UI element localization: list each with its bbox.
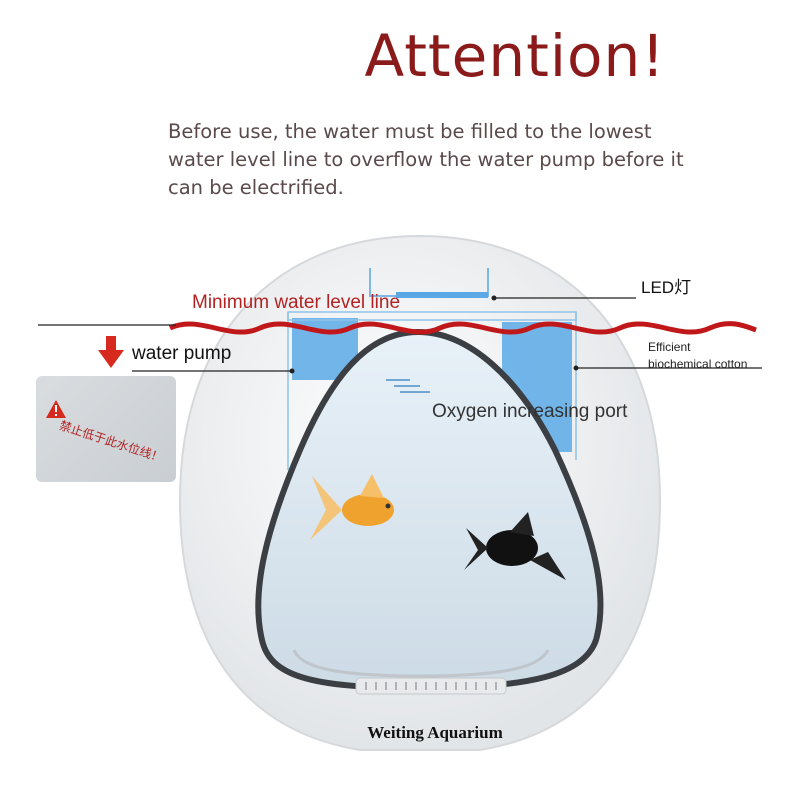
black-goldfish-icon — [464, 512, 566, 580]
arrow-down-icon — [98, 336, 124, 368]
biochem-label-line1: Efficient — [648, 340, 691, 354]
goldfish-icon — [310, 474, 394, 540]
oxygen-port-label: Oxygen increasing port — [432, 401, 628, 422]
instruction-text: Before use, the water must be filled to … — [168, 120, 684, 199]
biochem-label-line2: biochemical cotton — [648, 357, 748, 371]
warning-icon — [46, 400, 66, 418]
brand-name: Weiting Aquarium — [367, 723, 503, 742]
warning-sticker: 禁止低于此水位线！ — [36, 376, 176, 482]
warning-text: 禁止低于此水位线！ — [57, 418, 165, 466]
water-level-wave — [168, 321, 757, 335]
base-vent — [355, 677, 507, 695]
led-label: LED灯 — [641, 278, 692, 297]
water-pump-label: water pump — [132, 343, 232, 364]
min-water-level-label: Minimum water level line — [192, 292, 401, 313]
page-title: Attention! — [364, 22, 666, 90]
